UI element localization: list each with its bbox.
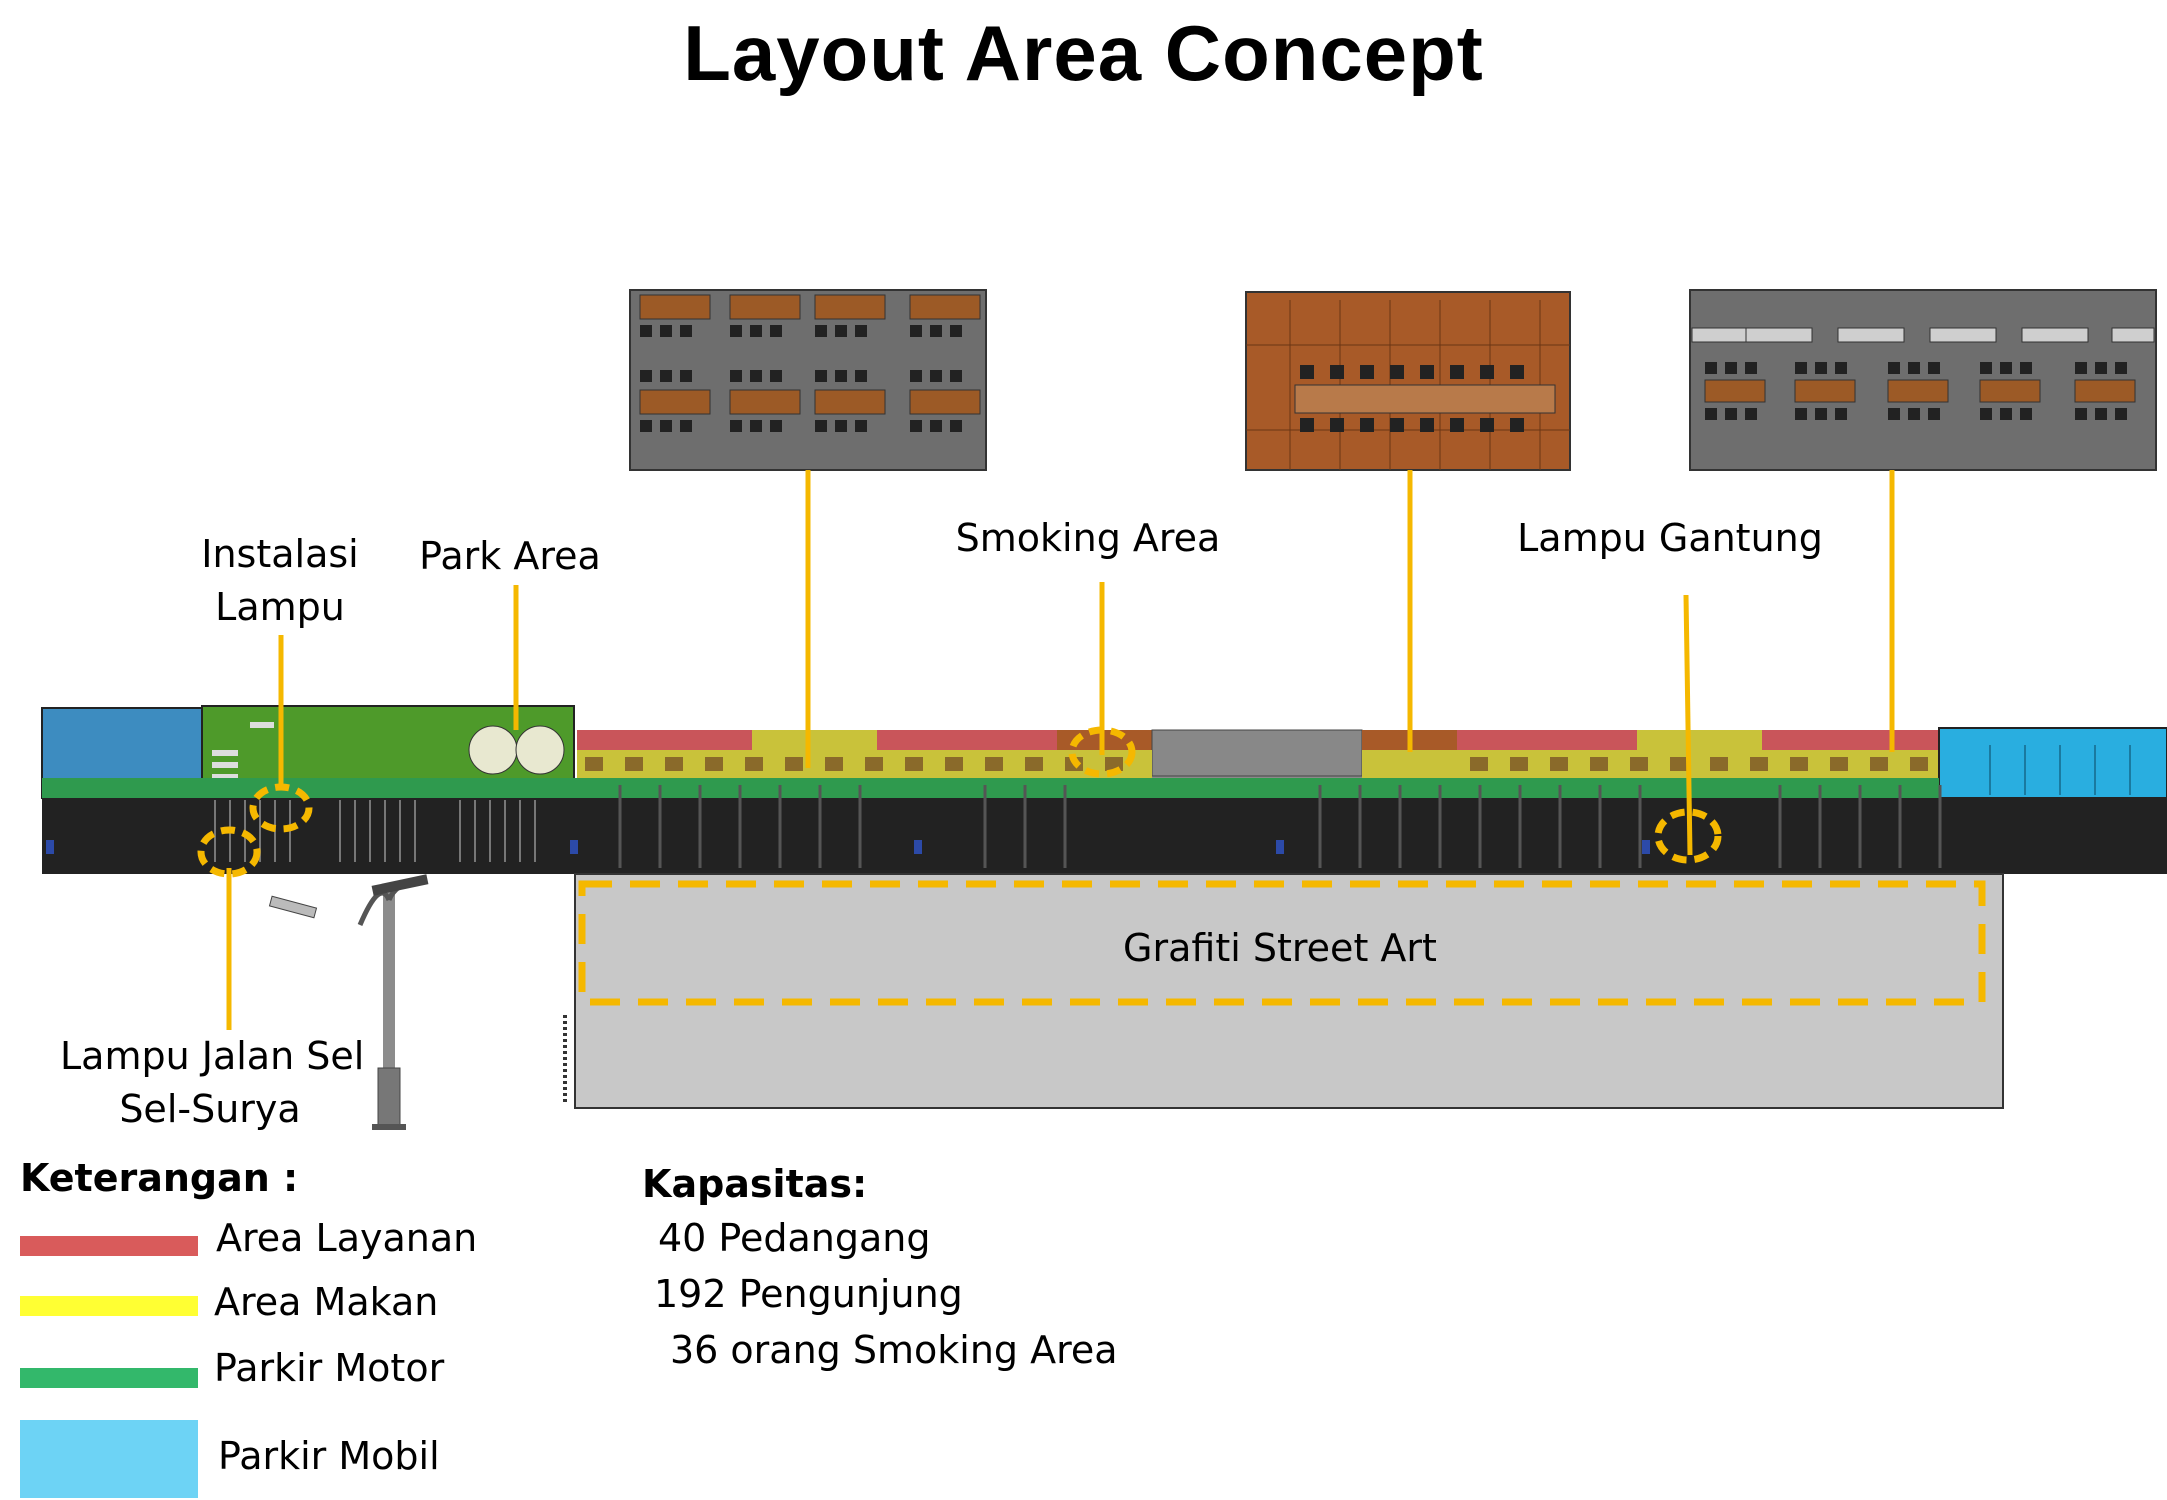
label-instalasi-line1: Instalasi: [201, 532, 359, 576]
legend-title: Keterangan :: [20, 1156, 299, 1200]
page-title: Layout Area Concept: [683, 9, 1484, 97]
label-instalasi-line2: Lampu: [215, 585, 345, 630]
label-instalasi-lampu: Instalasi Lampu: [180, 528, 380, 634]
capacity-smoking: 36 orang Smoking Area: [670, 1328, 1118, 1372]
label-smoking-area: Smoking Area: [955, 516, 1221, 560]
capacity-pedagang: 40 Pedangang: [658, 1216, 931, 1260]
legend-label-layanan: Area Layanan: [216, 1216, 478, 1260]
thumbnail-dining-layout: [629, 289, 987, 471]
legend-label-motor: Parkir Motor: [214, 1346, 445, 1390]
legend-swatch-layanan: [20, 1236, 198, 1256]
label-lampu-jalan-line1: Lampu Jalan Sel: [60, 1034, 365, 1078]
capacity-title: Kapasitas:: [642, 1162, 868, 1206]
legend-label-makan: Area Makan: [214, 1280, 439, 1324]
callout-lines: [226, 470, 1895, 1030]
label-lampu-gantung: Lampu Gantung: [1517, 516, 1823, 560]
thumbnail-indoor-layout: [1245, 291, 1571, 471]
callout-markers: [197, 726, 1722, 878]
label-lampu-jalan: Lampu Jalan Sel Sel-Surya: [60, 1030, 365, 1136]
legend-label-mobil: Parkir Mobil: [218, 1434, 440, 1478]
legend-swatch-makan: [20, 1296, 198, 1316]
legend-swatch-mobil: [20, 1420, 198, 1498]
legend-swatch-motor: [20, 1368, 198, 1388]
street-lamp-icon: [268, 874, 429, 1130]
label-park-area: Park Area: [419, 534, 601, 578]
label-lampu-jalan-line2: Sel-Surya: [119, 1087, 301, 1132]
grafiti-plaza: [563, 873, 2004, 1109]
site-strip: [41, 705, 2167, 874]
label-grafiti: Grafiti Street Art: [1123, 926, 1437, 970]
capacity-pengunjung: 192 Pengunjung: [654, 1272, 963, 1316]
thumbnail-lamp-layout: [1689, 289, 2157, 471]
